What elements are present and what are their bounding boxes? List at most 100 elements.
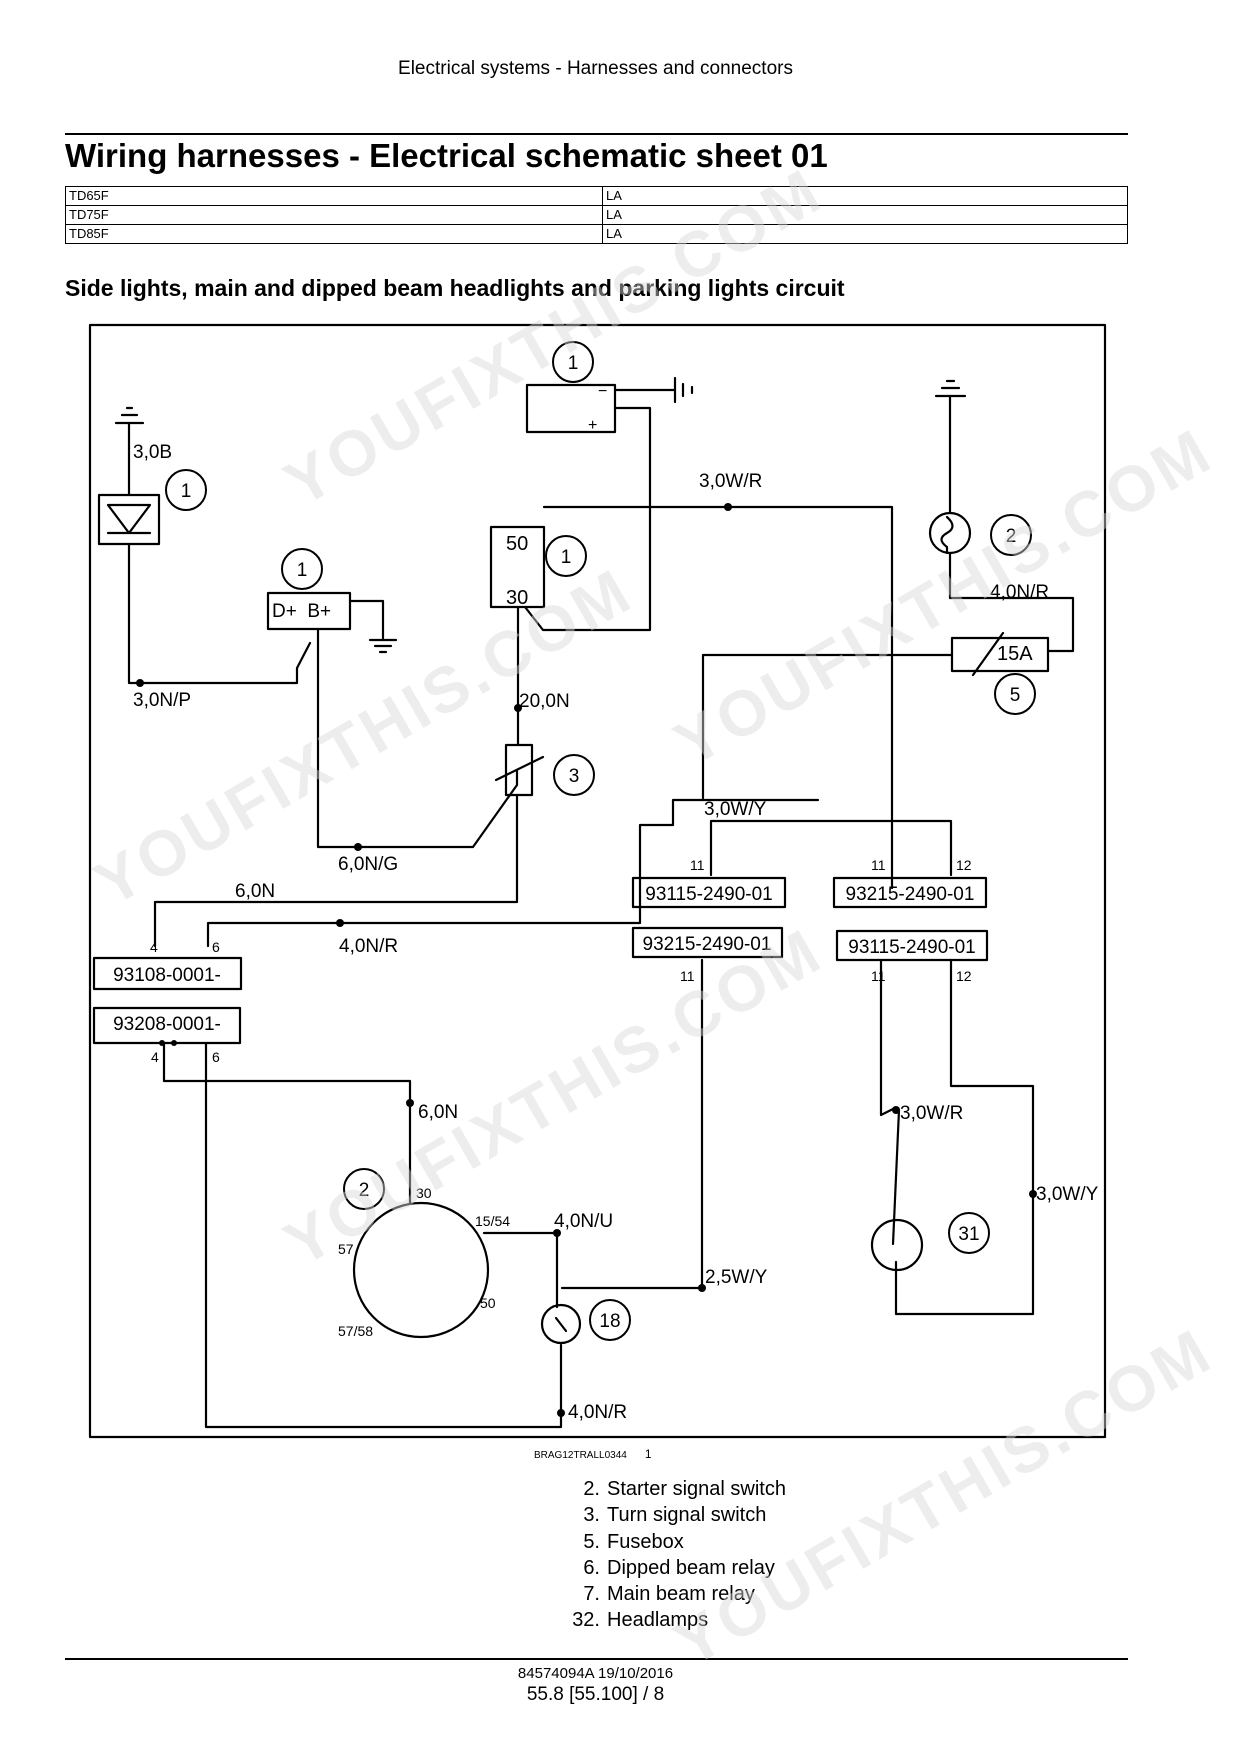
legend-list: 2.Starter signal switch 3. Turn signal sw… xyxy=(560,1476,786,1634)
callout-number: 1 xyxy=(181,481,192,502)
legend-number: 32. xyxy=(572,1609,600,1632)
table-row: TD85F LA xyxy=(65,224,1128,244)
connector-box xyxy=(631,876,787,909)
wire-label: 3,0B xyxy=(133,442,172,463)
callout-number: 31 xyxy=(958,1224,979,1245)
indicator-18-symbol xyxy=(540,1303,582,1345)
junction-dots xyxy=(136,503,1037,1417)
section-title: Side lights, main and dipped beam headli… xyxy=(65,275,845,301)
table-row: TD65F LA xyxy=(65,186,1128,206)
pin-label: 4 xyxy=(151,1049,159,1065)
headlamp-31-symbol xyxy=(870,1218,924,1272)
connector-label: 93115-2490-01 xyxy=(645,884,772,905)
connector-label: 93208-0001- xyxy=(113,1014,221,1035)
list-item: 3. Turn signal switch xyxy=(560,1502,786,1528)
callout-number: 2 xyxy=(359,1180,370,1201)
pin-label: 11 xyxy=(871,968,886,984)
legend-number: 3. xyxy=(583,1504,600,1527)
list-item: 32. Headlamps xyxy=(560,1607,786,1633)
battery-minus-label: − xyxy=(598,383,607,400)
connector-label: 93108-0001- xyxy=(113,965,221,986)
wire-3-0np xyxy=(127,542,312,685)
wire-label: 3,0N/P xyxy=(133,690,191,711)
legend-text: Starter signal switch xyxy=(607,1478,786,1500)
wire-label: 3,0W/Y xyxy=(704,799,767,820)
model-table: TD65F LA TD75F LA TD85F LA xyxy=(65,186,1128,244)
callout-circle xyxy=(948,1212,990,1254)
top-rule xyxy=(65,133,1128,135)
legend-text: Dipped beam relay xyxy=(607,1556,775,1579)
fuse-slash xyxy=(971,631,1005,677)
connector-label: 93115-2490-01 xyxy=(848,937,975,958)
callout-circle xyxy=(990,514,1032,556)
legend-number: 5. xyxy=(583,1530,600,1553)
lamp-diode-symbol xyxy=(106,503,152,535)
legend-text: Main beam relay xyxy=(607,1583,755,1606)
footer-page-number: 55.8 [55.100] / 8 xyxy=(526,1684,665,1705)
alternator-ground xyxy=(348,599,398,654)
switch-terminal-label: 15/54 xyxy=(475,1213,510,1229)
legend-text: Turn signal switch xyxy=(607,1504,767,1527)
callout-number: 18 xyxy=(599,1311,620,1332)
starter-signal-switch-symbol xyxy=(352,1201,490,1339)
fuse-rating-label: 15A xyxy=(997,643,1033,665)
battery-ground-wire xyxy=(613,376,694,404)
pin-label: 4 xyxy=(150,939,158,955)
pin-label: 6 xyxy=(212,939,220,955)
wire-6-0n-lower xyxy=(162,1041,412,1205)
footer-code: 84574094A 19/10/2016 xyxy=(517,1665,674,1682)
wire-4-0nr-right xyxy=(948,551,1075,653)
switch-terminal-label: 50 xyxy=(480,1295,496,1311)
connector-box xyxy=(835,929,989,962)
pin-label: 12 xyxy=(956,857,972,873)
connector-label: 93215-2490-01 xyxy=(643,934,772,955)
wire-6-0ng xyxy=(316,627,519,849)
list-item: 6. Dipped beam relay xyxy=(560,1555,786,1581)
pin-label: 11 xyxy=(690,857,705,873)
connector-box xyxy=(92,956,243,991)
list-item: 2.Starter signal switch xyxy=(560,1476,786,1502)
callout-circle xyxy=(343,1168,385,1210)
callout-number: 1 xyxy=(561,547,572,568)
wire-label: 3,0W/R xyxy=(900,1103,963,1124)
wire-label: 3,0W/Y xyxy=(1036,1184,1099,1205)
callout-circle xyxy=(545,535,587,577)
code-cell: LA xyxy=(602,224,1128,244)
running-header: Electrical systems - Harnesses and conne… xyxy=(398,58,793,79)
switch-terminal-label: 57 xyxy=(338,1241,354,1257)
connector-box xyxy=(92,1006,242,1045)
wire-3-0wr-top xyxy=(542,505,894,890)
ground-symbol-left xyxy=(114,406,145,425)
pin-label: 6 xyxy=(212,1049,220,1065)
wire-3-0wr-lower xyxy=(879,958,901,1246)
alternator-terminals-label: D+ B+ xyxy=(272,601,331,622)
wire-6-0n-upper xyxy=(153,793,519,948)
wire-label: 6,0N/G xyxy=(338,854,398,875)
callout-number: 1 xyxy=(297,560,308,581)
list-item: 5.Fusebox xyxy=(560,1529,786,1555)
wire-2-5wy xyxy=(560,958,704,1290)
pin-label: 12 xyxy=(956,968,972,984)
wire-label: 4,0N/R xyxy=(990,582,1049,603)
wire-label: 6,0N xyxy=(418,1102,458,1123)
wire-3-0wy-lower xyxy=(894,958,1035,1316)
callout-circle xyxy=(165,469,207,511)
pin-label: 11 xyxy=(871,857,886,873)
callout-number: 1 xyxy=(568,353,579,374)
figure-number: 1 xyxy=(644,1447,652,1461)
pin-label: 11 xyxy=(680,968,695,984)
battery-positive-wire xyxy=(523,406,652,632)
connector-box xyxy=(631,926,784,959)
callout-circle xyxy=(994,673,1036,715)
model-cell: TD85F xyxy=(65,224,603,244)
wire-4-0nr-left xyxy=(206,798,820,948)
figure-code: BRAG12TRALL0344 xyxy=(534,1450,627,1461)
warning-lamp-symbol xyxy=(97,493,161,546)
legend-number: 6. xyxy=(583,1556,600,1579)
starter-terminal-label: 50 xyxy=(506,533,528,555)
wire-label: 4,0N/R xyxy=(339,936,398,957)
callout-number: 2 xyxy=(1006,526,1017,547)
legend-text: Headlamps xyxy=(607,1609,709,1632)
code-cell: LA xyxy=(602,186,1128,206)
